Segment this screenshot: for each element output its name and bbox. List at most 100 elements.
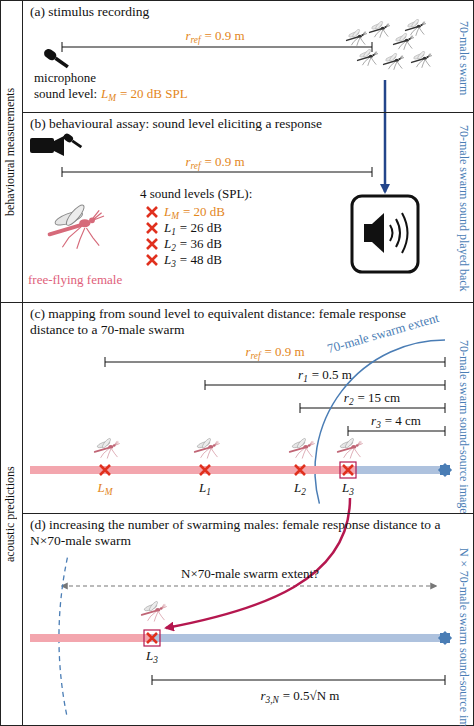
distance-label: = 15 cm bbox=[357, 390, 400, 405]
highlight-box bbox=[144, 630, 160, 646]
female-mosquito bbox=[195, 437, 220, 458]
speaker-cone bbox=[372, 213, 384, 253]
swarm-mosquito bbox=[358, 49, 378, 66]
microphone-icon bbox=[62, 132, 83, 150]
female-mosquito bbox=[95, 437, 120, 458]
star-part bbox=[438, 631, 452, 645]
distance-label: r bbox=[371, 413, 376, 428]
sound-level-item: 2 bbox=[171, 243, 176, 253]
sound-level-item: = 26 dB bbox=[180, 220, 222, 235]
level-label: L3 bbox=[146, 648, 158, 668]
distance-label: = 0.9 m bbox=[264, 344, 304, 359]
level-label: 1 bbox=[206, 487, 211, 497]
source-image-label: 70-male swarm sound-source image bbox=[455, 340, 471, 512]
sound-level-item: L bbox=[164, 236, 171, 251]
distance-label: r3= 4 cm bbox=[371, 413, 421, 433]
dimension-tick bbox=[372, 167, 373, 177]
level-label: L bbox=[342, 480, 349, 495]
dimension-tick bbox=[105, 357, 106, 367]
camera-icon bbox=[30, 132, 83, 156]
female-mosquito bbox=[338, 437, 363, 458]
swarm-mosquito bbox=[412, 51, 432, 68]
swarm-mosquito bbox=[370, 21, 390, 38]
dimension-tick bbox=[372, 42, 373, 52]
dimension-tick bbox=[445, 380, 446, 390]
swarm-mosquito bbox=[406, 19, 426, 36]
dimension-line bbox=[152, 680, 445, 681]
panel-title: (a) stimulus recording bbox=[23, 1, 458, 20]
panel-title: (b) behavioural assay: sound level elici… bbox=[23, 113, 458, 132]
extent-label: N×70-male swarm extent? bbox=[181, 566, 319, 581]
level-label: M bbox=[105, 487, 113, 497]
distance-label: r bbox=[185, 28, 190, 43]
device-label: microphone bbox=[34, 70, 96, 85]
sound-level-item: = 48 dB bbox=[180, 252, 222, 267]
panel-title: (d) increasing the number of swarming ma… bbox=[23, 514, 458, 549]
speaker-icon bbox=[352, 196, 418, 272]
cross-mark bbox=[343, 465, 353, 475]
distance-label: 2 bbox=[349, 397, 354, 407]
sound-level-item: 3 bbox=[171, 259, 176, 269]
sound-level-item: 1 bbox=[171, 227, 176, 237]
dimension-tick bbox=[445, 675, 446, 685]
level-label: L bbox=[97, 480, 104, 495]
dimension-tick bbox=[445, 357, 446, 367]
section-label: behavioural measurements bbox=[3, 88, 17, 216]
extent-label: 70-male swarm extent bbox=[325, 310, 440, 356]
sound-level-label: L bbox=[101, 86, 108, 101]
distance-label: 3,N bbox=[266, 695, 279, 705]
distance-label: rref= 0.9 m bbox=[185, 28, 244, 48]
distance-label: = 0.9 m bbox=[204, 28, 244, 43]
level-label: LM bbox=[97, 480, 112, 500]
female-track bbox=[30, 634, 152, 642]
swarm-mosquito bbox=[394, 33, 414, 50]
sound-level-item: L bbox=[164, 204, 171, 219]
dimension-tick bbox=[205, 380, 206, 390]
sound-level-label: sound level: bbox=[34, 86, 97, 101]
distance-label: r bbox=[261, 688, 266, 703]
section-label: acoustic predictions bbox=[3, 303, 19, 725]
sound-wave bbox=[402, 213, 408, 253]
sound-level-item: M bbox=[171, 211, 179, 221]
swarm-track bbox=[355, 466, 440, 474]
microphone-handle bbox=[72, 140, 83, 149]
sound-source-star bbox=[438, 631, 452, 645]
dimension-line bbox=[300, 408, 445, 409]
section-label: acoustic predictions bbox=[3, 466, 17, 562]
female-label: free-flying female bbox=[28, 272, 122, 287]
distance-label: rref= 0.9 m bbox=[185, 154, 244, 174]
distance-label: r2= 15 cm bbox=[344, 390, 400, 410]
speaker-box bbox=[352, 196, 418, 272]
extent-arrow bbox=[62, 585, 436, 586]
highlight-box bbox=[340, 462, 356, 478]
swarm-mosquito bbox=[384, 53, 404, 70]
sound-wave bbox=[396, 219, 400, 247]
female-mosquito bbox=[290, 437, 315, 458]
side-column bbox=[1, 1, 23, 726]
cross-mark bbox=[295, 465, 305, 475]
distance-label: r bbox=[344, 390, 349, 405]
dimension-tick bbox=[152, 675, 153, 685]
side-divider bbox=[0, 302, 22, 303]
level-label: 3 bbox=[153, 655, 158, 665]
camera-lens bbox=[54, 136, 64, 156]
extent-label: N×70-male swarm extent? bbox=[181, 566, 319, 581]
dimension-line bbox=[348, 431, 445, 432]
playback-label: 70-male swarm sound played back bbox=[455, 116, 471, 300]
microphone-icon bbox=[42, 47, 70, 70]
source-image-label: 70-male swarm sound-source image bbox=[457, 340, 471, 514]
dimension-tick bbox=[62, 167, 63, 177]
dimension-line bbox=[105, 362, 445, 363]
source-image-label: N×70-male swarm sound-source image bbox=[457, 548, 471, 726]
section-label: behavioural measurements bbox=[3, 2, 19, 302]
female-mosquito bbox=[50, 203, 104, 249]
sound-level-item: = 36 dB bbox=[180, 236, 222, 251]
distance-label: r bbox=[185, 154, 190, 169]
swarm-label: 70-male swarm bbox=[457, 21, 471, 95]
dimension-tick bbox=[445, 403, 446, 413]
cross-mark bbox=[147, 255, 157, 265]
cross-mark bbox=[100, 465, 110, 475]
distance-label: ref bbox=[190, 161, 200, 171]
level-label: 2 bbox=[301, 487, 306, 497]
